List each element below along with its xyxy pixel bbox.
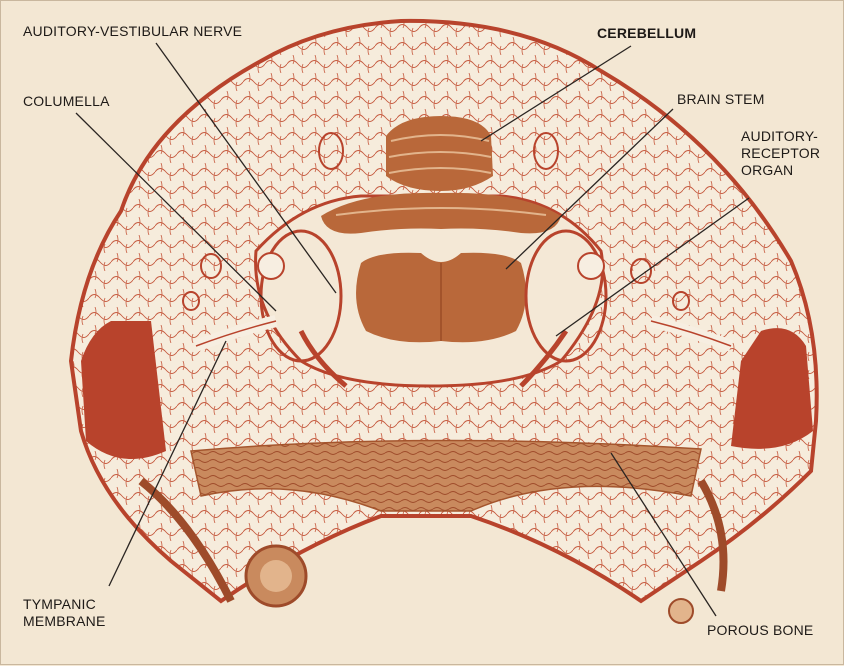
label-auditory-vestibular-nerve: AUDITORY-VESTIBULAR NERVE <box>23 23 242 40</box>
label-auditory-receptor-organ: AUDITORY- RECEPTOR ORGAN <box>741 128 820 179</box>
label-line: ORGAN <box>741 162 820 179</box>
label-line: AUDITORY- <box>741 128 820 145</box>
label-line: RECEPTOR <box>741 145 820 162</box>
label-columella: COLUMELLA <box>23 93 110 110</box>
label-tympanic-membrane: TYMPANIC MEMBRANE <box>23 596 106 630</box>
label-line: MEMBRANE <box>23 613 106 630</box>
left-lateral-tissue <box>81 321 166 459</box>
label-line: TYMPANIC <box>23 596 106 613</box>
label-cerebellum: CEREBELLUM <box>597 25 696 42</box>
label-brain-stem: BRAIN STEM <box>677 91 765 108</box>
label-porous-bone: POROUS BONE <box>707 622 813 639</box>
